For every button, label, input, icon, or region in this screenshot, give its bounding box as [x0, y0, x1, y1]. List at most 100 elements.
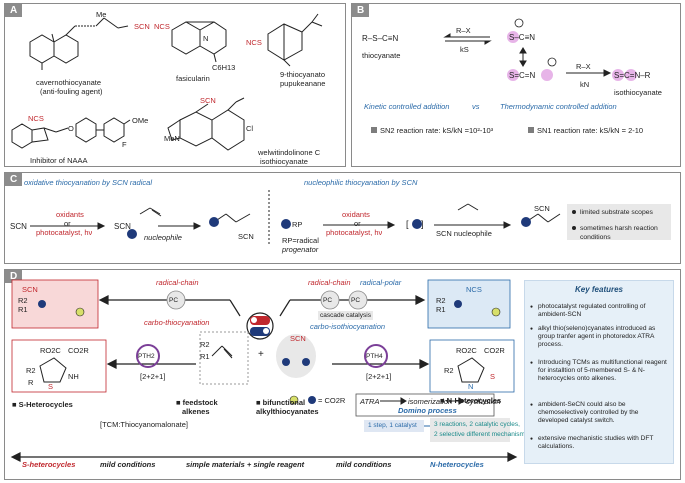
pc-right: PC: [351, 297, 361, 304]
pth4-label: PTH4: [366, 353, 383, 360]
oxidants-right: oxidants: [342, 210, 370, 219]
thiocyanate-formula: R–S–C≡N: [362, 34, 399, 43]
fas-c6h13-label: C6H13: [212, 63, 236, 72]
carbo-isothiocyanation: carbo-isothiocyanation: [310, 322, 386, 331]
annulation-left: [2+2+1]: [140, 372, 166, 381]
kinetic-label: Kinetic controlled addition: [364, 102, 450, 111]
wel-name: welwitindolinone C: [258, 148, 321, 157]
s-heterocycles-label: ■ S-Heterocycles: [12, 400, 73, 409]
mech-label-1: 3 reactions, 2 catalytic cycles,: [434, 421, 520, 428]
scn-reagent-left: SCN: [10, 222, 27, 231]
pup-ncs-label: NCS: [246, 38, 262, 47]
d-top-right-r1: R1: [436, 305, 446, 314]
wel-scn-label: SCN: [200, 96, 216, 105]
anion-top: S–C≡N: [509, 33, 536, 42]
feature-item: photocatalyst regulated controlling of a…: [530, 303, 670, 319]
sn2-rate: SN2 reaction rate: kS/kN =10²-10³: [380, 126, 494, 135]
scn-product-left: SCN: [238, 232, 254, 241]
panel-b: B: [351, 3, 681, 167]
fas-name: fasicularin: [176, 74, 210, 83]
cav-scn-label: SCN: [134, 22, 150, 31]
radical-chain-left: radical-chain: [156, 278, 199, 287]
radical-chain-right: radical-chain: [308, 278, 351, 287]
pup-name: 9-thiocyanato: [280, 70, 326, 79]
naaa-name: Inhibitor of NAAA: [30, 156, 88, 165]
atra-label: ATRA: [360, 397, 380, 406]
d-top-right-r2: R2: [436, 296, 446, 305]
d-top-right-ncs: NCS: [466, 285, 482, 294]
bottom-mild-1: mild conditions: [100, 460, 156, 469]
d-reagent-scn: SCN: [290, 334, 306, 343]
pc-mid: PC: [323, 297, 333, 304]
naaa-ncs-label: NCS: [28, 114, 44, 123]
feature-item: ambident-SeCN could also be chemoselecti…: [530, 401, 670, 425]
rx-left: R–X: [456, 26, 471, 35]
isothiocyanate-label: isothiocyanate: [614, 88, 662, 97]
fas-ncs-label: NCS: [154, 22, 170, 31]
panel-a-label: A: [5, 4, 23, 17]
tcm-label: [TCM:Thiocyanomalonate]: [100, 420, 188, 429]
photocatalyst-right: photocatalyst, hν: [326, 228, 383, 237]
key-features-box: Key features photocatalyst regulated con…: [524, 280, 674, 464]
thermo-label: Thermodynamic controlled addition: [500, 102, 617, 111]
domino-label: Domino process: [398, 406, 457, 415]
pup-sub: pupukeanane: [280, 79, 326, 88]
key-features-title: Key features: [574, 285, 624, 294]
d-right-co2r: CO2R: [484, 346, 505, 355]
pth2-label: PTH2: [138, 353, 155, 360]
plus-sign: +: [258, 349, 264, 360]
d-right-s: S: [490, 372, 496, 381]
feature-item: extensive mechanistic studies with DFT c…: [530, 435, 670, 451]
oxidants-left: oxidants: [56, 210, 84, 219]
cav-sub: (anti-fouling agent): [40, 87, 103, 96]
rp-desc: RP=radical: [282, 236, 319, 245]
d-left-co2r: CO2R: [68, 346, 89, 355]
feedstock-label-2: alkenes: [182, 407, 210, 416]
legend-co2r: = CO2R: [318, 396, 346, 405]
vs-label: vs: [472, 102, 480, 111]
isothiocyanate-formula: S=C=N–R: [614, 71, 651, 80]
cav-me-label: Me: [96, 10, 107, 19]
d-top-left-scn: SCN: [22, 285, 38, 294]
naaa-ome-label: OMe: [132, 116, 149, 125]
kn-label: kN: [580, 80, 590, 89]
d-alkene-r2: R2: [200, 340, 210, 349]
bottom-mild-2: mild conditions: [336, 460, 392, 469]
sn1-rate: SN1 reaction rate: kS/kN = 2-10: [537, 126, 644, 135]
bifunctional-label-2: alkylthiocyanates: [256, 407, 319, 416]
fas-n-label: N: [203, 34, 209, 43]
mech-label-2: 2 selective different mechanism: [434, 431, 525, 438]
bracket-scn: SCN: [114, 222, 131, 231]
radical-polar: radical-polar: [360, 278, 402, 287]
limit-1: limited substrate scopes: [580, 209, 653, 216]
scn-product-right: SCN: [534, 204, 550, 213]
naaa-o-label: O: [68, 124, 74, 133]
d-top-left-r1: R1: [18, 305, 28, 314]
feature-item: Introducing TCMs as multifunctional reag…: [530, 359, 670, 383]
rx-right: R–X: [576, 62, 591, 71]
d-top-left-r2: R2: [18, 296, 28, 305]
limit-2: sometimes harsh reaction conditions: [580, 225, 658, 241]
ks-label: kS: [460, 45, 469, 54]
or-right: or: [354, 219, 361, 228]
thiocyanate-label: thiocyanate: [362, 51, 401, 60]
rp-label: RP: [292, 220, 303, 229]
nucleophilic-title: nucleophilic thiocyanation by SCN: [304, 178, 418, 187]
wel-cl-label: Cl: [246, 124, 254, 133]
bifunctional-label: ■ bifunctional: [256, 398, 306, 407]
cav-name: cavernothiocyanate: [36, 78, 102, 87]
d-right-n: N: [468, 382, 474, 391]
scn-nucleophile: SCN nucleophile: [436, 229, 492, 238]
n-heterocycles-label: ■ N-Heterocycles: [440, 396, 502, 405]
d-left-s: S: [48, 382, 54, 391]
oxidative-title: oxidative thiocyanation by SCN radical: [24, 178, 152, 187]
d-left-r: R: [28, 378, 34, 387]
rp-desc2: progenator: [282, 245, 319, 254]
d-right-ro2c: RO2C: [456, 346, 477, 355]
wel-men-label: MeN: [164, 134, 180, 143]
bracket-right: [ ]: [406, 219, 424, 229]
bottom-n-heterocycles: N-heterocycles: [430, 460, 484, 469]
